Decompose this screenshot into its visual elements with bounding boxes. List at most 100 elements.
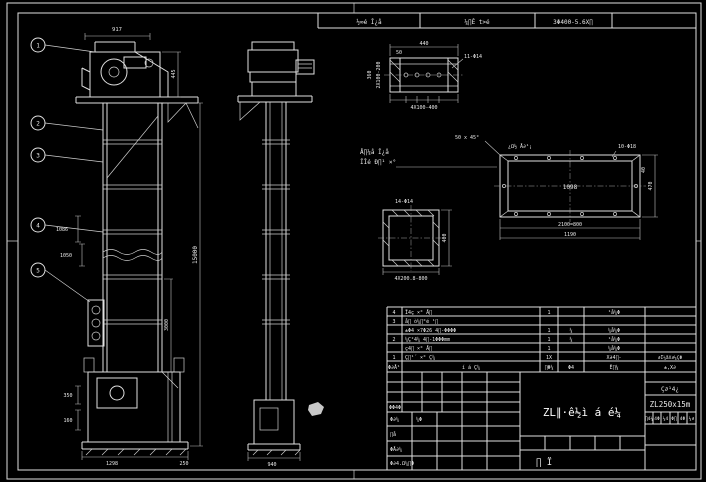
side-bracket[interactable] <box>239 101 261 121</box>
side-column[interactable] <box>265 102 287 400</box>
plate-hole[interactable] <box>547 212 551 216</box>
detail-flange-plate-dimensions: 1098 10-Φ18 ¿Ω½ Å∂¹¡ 50 x 45° 2100=800 1… <box>455 135 658 240</box>
balloon-5[interactable]: 5 <box>30 262 46 278</box>
bolt-hole[interactable] <box>425 72 431 78</box>
bom-row-qty: 1X <box>546 355 552 361</box>
pulley-shaft[interactable] <box>108 66 120 78</box>
plate-hole[interactable] <box>514 212 518 216</box>
bolt-hole[interactable] <box>414 72 420 78</box>
dim-side-base-width: 940 <box>267 462 276 468</box>
head-casing[interactable] <box>89 41 161 98</box>
side-flanges[interactable] <box>262 139 290 325</box>
ground-hatch <box>85 448 187 456</box>
front-view[interactable] <box>75 41 199 456</box>
inspection-door[interactable] <box>96 377 138 409</box>
side-motor[interactable] <box>295 59 315 75</box>
plate-hole-label: 10-Φ18 <box>618 144 636 150</box>
tower-casing[interactable] <box>102 103 163 372</box>
balloon-3[interactable]: 3 <box>30 147 46 163</box>
drive-unit[interactable] <box>123 56 147 69</box>
plate-hole[interactable] <box>613 212 617 216</box>
dim-plate-hole-pitch: 2100=800 <box>558 222 582 228</box>
plate-hole[interactable] <box>547 156 551 160</box>
dim-channel-left-inner: 2X100-200 <box>376 61 382 88</box>
bucket-2[interactable] <box>91 318 101 328</box>
bom-row-name: å∏ ò¼∏°é ¹∏ <box>405 318 438 325</box>
header-cell-2: ¼∏Ê t>é <box>464 18 490 26</box>
dim-plate-edge: 40 <box>641 167 647 173</box>
plate-label: ¿Ω½ Å∂¹¡ <box>508 143 532 150</box>
side-view-dimensions: 940 <box>247 452 301 468</box>
break-lines <box>102 249 163 261</box>
side-platform[interactable] <box>237 95 313 103</box>
header-cell-3: 3Φ400-5.6Χ∏ <box>553 19 593 26</box>
bom-row-name: ç4∏ ×° Å∏ <box>405 345 432 352</box>
title-small-cell: ¼∂ <box>689 416 695 422</box>
detail-channel-view[interactable] <box>384 57 464 93</box>
bom-row-qty: 1 <box>547 310 550 316</box>
title-small-cell: ∏4¼ <box>645 416 653 422</box>
bom-side-note-1: ∂Ï¼åΧ∂¼ÇΦ <box>658 354 683 361</box>
detail-flange-plate-view[interactable] <box>494 150 646 222</box>
plate-hole[interactable] <box>580 212 584 216</box>
plate-hole[interactable] <box>634 184 638 188</box>
drive-motor[interactable] <box>144 58 154 68</box>
bolt-hole[interactable] <box>436 72 442 78</box>
boot-casing[interactable] <box>87 371 181 443</box>
base-plate[interactable] <box>81 441 189 450</box>
bolt-hole[interactable] <box>403 72 409 78</box>
drawing-title: ZL∥·ê½ì á é¼ <box>543 406 621 419</box>
sheet-type-label: ∏ Ï <box>536 457 552 468</box>
detail-square-plate-view[interactable] <box>378 205 444 271</box>
bom-header-qty: ∏Φ¼ <box>544 365 553 371</box>
side-head-base[interactable] <box>251 81 297 97</box>
discharge-chute[interactable] <box>81 67 91 91</box>
bom-row-name: Ï4ç ×° Å∏ <box>405 309 432 316</box>
bom-row-no: 3 <box>392 319 395 325</box>
plate-hole[interactable] <box>580 156 584 160</box>
service-platform[interactable] <box>75 96 199 104</box>
plate-hole[interactable] <box>514 156 518 160</box>
side-head-body[interactable] <box>247 49 299 73</box>
side-view[interactable] <box>237 41 315 456</box>
bucket-window[interactable] <box>87 299 105 347</box>
balloon-1[interactable]: 1 <box>30 37 46 53</box>
takeup-right[interactable] <box>173 357 185 373</box>
inlet-chute[interactable] <box>161 371 179 442</box>
plate-hole[interactable] <box>613 156 617 160</box>
side-head-cap[interactable] <box>251 41 295 51</box>
head-hood[interactable] <box>134 51 169 97</box>
detail-square-plate-dimensions: 14-Φ14 400 4X200.8-800 <box>382 199 452 282</box>
title-small-cell: ¼4 <box>663 416 669 422</box>
bom-row-name: ±Φ4 ×7Φ26 4∏-ΦΦΦΦ <box>405 328 456 334</box>
takeup-left[interactable] <box>83 357 95 373</box>
belt-line[interactable] <box>106 115 159 179</box>
side-boot-door[interactable] <box>259 407 279 431</box>
bucket-3[interactable] <box>91 331 101 341</box>
balloon-callouts[interactable]: 1 2 3 4 5 <box>30 37 104 303</box>
border-hatch <box>382 209 440 267</box>
title-left-cell: ¼Φ <box>416 417 422 423</box>
platform-bracket[interactable] <box>167 102 199 129</box>
corner-chamfers <box>499 154 641 218</box>
side-base-plate[interactable] <box>247 443 301 451</box>
balloon-4-label: 4 <box>36 223 40 230</box>
balloon-2[interactable]: 2 <box>30 115 46 131</box>
bucket-1[interactable] <box>91 305 101 315</box>
head-pulley[interactable] <box>100 58 128 86</box>
side-head-lower[interactable] <box>249 71 297 83</box>
plate-hole[interactable] <box>502 184 506 188</box>
title-block: ZL∥·ê½ì á é¼ ∏ Ï ZL250x15m Ç∂¹4¿ ΦΦ4Φ Φ∂… <box>387 372 696 470</box>
dim-square-bottom: 4X200.8-800 <box>394 276 427 282</box>
bom-row-no: 2 <box>392 337 395 343</box>
title-left-cell: Φ∂¼ <box>390 417 399 423</box>
balloon-4[interactable]: 4 <box>30 217 46 233</box>
casing-flanges[interactable] <box>103 139 162 325</box>
balloon-5-label: 5 <box>36 268 40 275</box>
bom-row-mat: ¹å¼Φ <box>608 336 620 343</box>
title-left-cell: ∏å <box>390 431 396 438</box>
dim-channel-top: 440 <box>419 41 428 47</box>
door-handle[interactable] <box>109 385 125 401</box>
